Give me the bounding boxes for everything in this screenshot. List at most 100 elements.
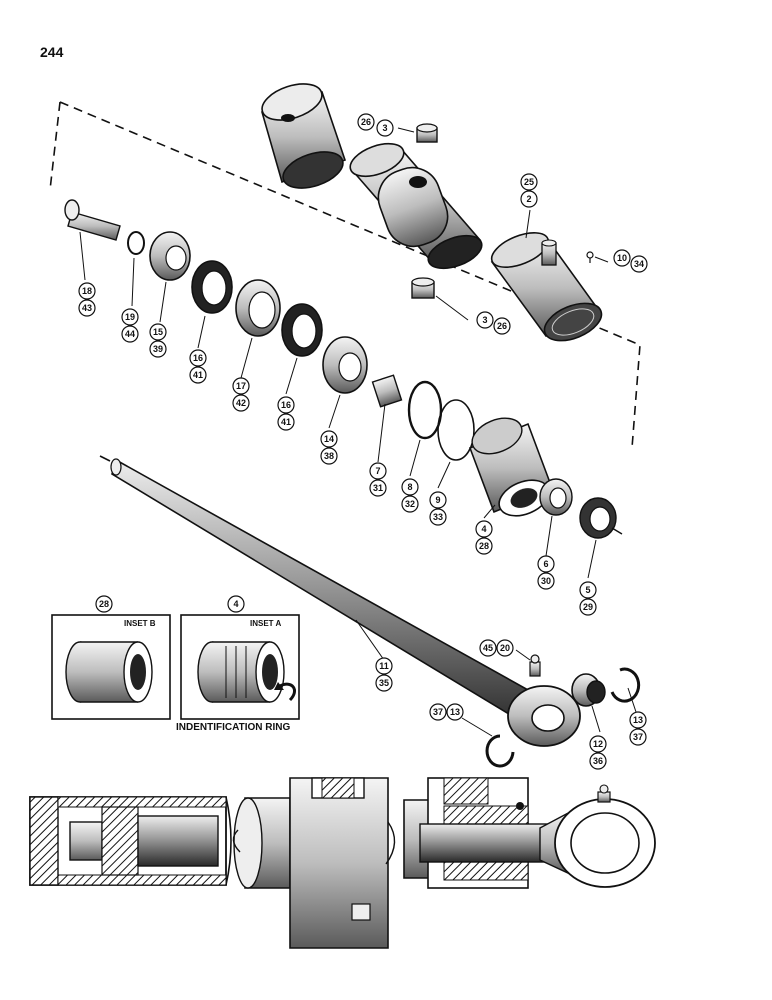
callout-c4b: 4 (227, 595, 245, 613)
callout-circle (589, 735, 607, 753)
wear-ring (235, 279, 281, 337)
callout-circle (579, 598, 597, 616)
callout-circle (277, 396, 295, 414)
callout-circle (476, 311, 494, 329)
callout-circle (496, 639, 514, 657)
callout-text: 2 (526, 194, 531, 204)
callout-c2: 2 (520, 190, 538, 208)
callout-text: 30 (541, 576, 551, 586)
callout-text: 37 (433, 707, 443, 717)
callout-text: 11 (379, 661, 389, 671)
callout-text: 4 (233, 599, 238, 609)
callout-text: 3 (482, 315, 487, 325)
callout-text: 4 (481, 524, 486, 534)
inset-a: INSET A (180, 614, 300, 720)
callout-text: 13 (450, 707, 460, 717)
callout-c15: 15 (149, 323, 167, 341)
callout-text: 16 (193, 353, 203, 363)
callout-c38: 38 (320, 447, 338, 465)
callout-circle (232, 394, 250, 412)
callout-text: 12 (593, 739, 603, 749)
callout-circle (121, 308, 139, 326)
callout-text: 14 (324, 434, 334, 444)
callout-text: 45 (483, 643, 493, 653)
callout-text: 38 (324, 451, 334, 461)
callout-c20: 20 (496, 639, 514, 657)
assembled-rod-eye (539, 784, 656, 888)
callout-circle (629, 728, 647, 746)
callout-c30: 30 (537, 572, 555, 590)
callout-circle (189, 366, 207, 384)
callout-text: 43 (82, 303, 92, 313)
callout-c12: 12 (589, 735, 607, 753)
callout-text: 25 (524, 177, 534, 187)
spacer-ring (371, 374, 403, 408)
callout-text: 37 (633, 732, 643, 742)
assembly-group-outline (49, 101, 641, 449)
callout-text: 26 (361, 117, 371, 127)
callout-circle (375, 674, 393, 692)
callout-c45: 45 (479, 639, 497, 657)
callout-circle (520, 190, 538, 208)
callout-c4a: 4 (475, 520, 493, 538)
callout-c17: 17 (232, 377, 250, 395)
callout-circle (227, 595, 245, 613)
callout-text: 39 (153, 344, 163, 354)
callout-circle (376, 119, 394, 137)
callout-c29: 29 (579, 598, 597, 616)
page-number: 244 (40, 44, 64, 60)
callout-c16a: 16 (189, 349, 207, 367)
backup-ring (437, 399, 475, 461)
callout-circle (429, 508, 447, 526)
callout-c35: 35 (375, 674, 393, 692)
assembled-head-section (403, 777, 581, 889)
callout-circle (520, 173, 538, 191)
bushing-lower (411, 277, 435, 299)
callout-text: 5 (585, 585, 590, 595)
leader-lines (79, 127, 637, 737)
inset-b: INSET B (51, 614, 171, 720)
callout-text: 28 (99, 599, 109, 609)
piston-rod (99, 455, 581, 747)
bushing-upper (416, 123, 438, 143)
callout-text: 18 (82, 286, 92, 296)
piston-nut (149, 231, 191, 281)
piston (322, 336, 368, 394)
callout-text: 6 (543, 559, 548, 569)
callout-c13b: 13 (629, 711, 647, 729)
callout-circle (475, 537, 493, 555)
callout-circle (429, 703, 447, 721)
callout-c5: 5 (579, 581, 597, 599)
callout-circle (475, 520, 493, 538)
callout-circle (232, 377, 250, 395)
callout-circle (95, 595, 113, 613)
rod-seal (539, 478, 573, 516)
callout-circle (121, 325, 139, 343)
callout-circle (479, 639, 497, 657)
callout-text: 7 (375, 466, 380, 476)
callout-c8: 8 (401, 478, 419, 496)
snap-ring-right (610, 667, 641, 703)
callout-circle (189, 349, 207, 367)
callout-circle (446, 703, 464, 721)
callout-c28b: 28 (95, 595, 113, 613)
callout-text: 26 (497, 321, 507, 331)
callout-text: 20 (500, 643, 510, 653)
callout-c19: 19 (121, 308, 139, 326)
callout-circle (537, 555, 555, 573)
callout-c39: 39 (149, 340, 167, 358)
callout-text: 32 (405, 499, 415, 509)
callout-c37b: 37 (629, 728, 647, 746)
seal-ring-a (191, 260, 233, 314)
callout-c44: 44 (121, 325, 139, 343)
callout-circle (375, 657, 393, 675)
callout-circle (589, 752, 607, 770)
callout-text: 9 (435, 495, 440, 505)
callout-text: 44 (125, 329, 135, 339)
callout-text: 17 (236, 381, 246, 391)
callout-circle (629, 711, 647, 729)
callout-text: 15 (153, 327, 163, 337)
callout-circle (579, 581, 597, 599)
cylinder-tube-end (261, 83, 347, 189)
callout-circle (78, 299, 96, 317)
